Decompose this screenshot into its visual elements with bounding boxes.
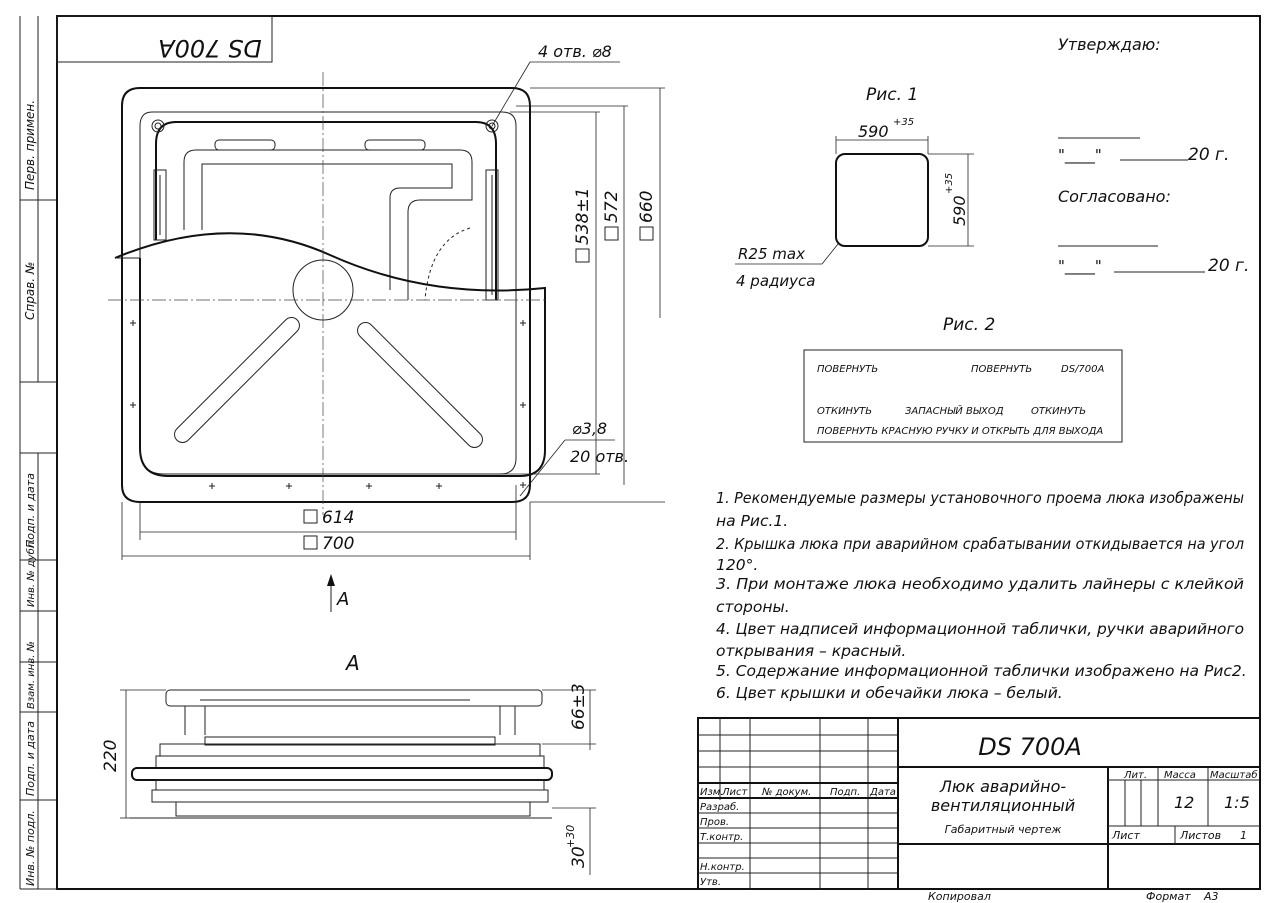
dim-30-tolerance: +30 xyxy=(564,825,577,848)
tb-nkontr: Н.контр. xyxy=(700,862,745,873)
note-line-4: 120°. xyxy=(716,556,758,574)
date2-year: 20 г. xyxy=(1208,256,1249,276)
note-line-2: на Рис.1. xyxy=(716,512,788,530)
date1-quotes: "____" xyxy=(1058,146,1102,165)
side-label-inv-podl: Инв. № подл. xyxy=(24,810,37,886)
dim-700-label: 700 xyxy=(322,534,354,554)
title-block: DS 700A Люк аварийно- вентиляционный Габ… xyxy=(697,717,1261,890)
fig1-opening: Рис. 1 590 +35 590 +35 R25 max 4 радиуса xyxy=(735,85,974,290)
fig1-height-tol: +35 xyxy=(944,173,955,194)
tb-massa-val: 12 xyxy=(1174,793,1194,812)
dim-572-label: 572 xyxy=(602,191,622,223)
tb-hdr-izm: Изм. xyxy=(700,787,724,798)
fig2-r2-left: ОТКИНУТЬ xyxy=(817,406,872,417)
date1-year: 20 г. xyxy=(1188,145,1229,165)
note-line-3: 2. Крышка люка при аварийном срабатывани… xyxy=(716,535,1244,553)
agree-label: Согласовано: xyxy=(1058,187,1171,206)
approve-label: Утверждаю: xyxy=(1058,35,1161,54)
mirrored-stamp-box xyxy=(56,15,273,63)
fig2-r1-left: ПОВЕРНУТЬ xyxy=(817,364,878,375)
side-label-vzam: Взам. инв. № xyxy=(26,641,37,709)
tb-lit: Лит. xyxy=(1123,770,1147,781)
fig2-r1-mid: ПОВЕРНУТЬ xyxy=(971,364,1032,375)
holes20-diameter: ⌀3,8 xyxy=(572,419,607,438)
dim-66-label: 66±3 xyxy=(569,683,589,730)
fig1-width: 590 xyxy=(858,122,889,141)
note-line-5: 3. При монтаже люка необходимо удалить л… xyxy=(716,575,1244,593)
side-label-podp1: Подп. и дата xyxy=(24,473,37,548)
fig1-height: 590 xyxy=(950,195,969,226)
footer-format-label: Формат xyxy=(1146,890,1191,903)
note-line-8: открывания – красный. xyxy=(716,642,906,660)
fig1-radius: R25 max xyxy=(738,245,805,263)
note-line-6: стороны. xyxy=(716,598,790,616)
tb-masshtab: Масштаб xyxy=(1210,769,1258,781)
footer-copied: Копировал xyxy=(928,890,991,903)
footer-format-val: А3 xyxy=(1203,890,1219,903)
fig2-plate: Рис. 2 ПОВЕРНУТЬ ПОВЕРНУТЬ DS/700A ОТКИН… xyxy=(803,315,1123,443)
hatch-plan-view xyxy=(108,72,546,515)
tb-listov-val: 1 xyxy=(1240,829,1247,842)
tb-tkontr: Т.контр. xyxy=(700,832,743,843)
view-a-title: A xyxy=(344,651,360,675)
tb-utv: Утв. xyxy=(700,877,721,888)
fig2-r1-right: DS/700A xyxy=(1061,364,1105,375)
dim-30-label: 30 xyxy=(569,846,589,868)
side-label-podp2: Подп. и дата xyxy=(24,721,37,796)
fig1-width-tol: +35 xyxy=(893,117,914,128)
note-line-9: 5. Содержание информационной таблички из… xyxy=(716,662,1247,680)
dim-538-label: 538±1 xyxy=(573,187,593,245)
side-label-sprav: Справ. № xyxy=(23,262,37,320)
tb-name-2: вентиляционный xyxy=(931,796,1075,815)
dim-660-label: 660 xyxy=(637,191,657,223)
tb-masshtab-val: 1:5 xyxy=(1224,793,1250,812)
tb-prov: Пров. xyxy=(700,817,729,828)
view-arrow-label: A xyxy=(336,589,349,610)
date2-quotes: "____" xyxy=(1058,257,1102,276)
tb-hdr-podp: Подп. xyxy=(830,787,860,798)
notes-block: 1. Рекомендуемые размеры установочного п… xyxy=(716,489,1247,702)
fig2-r2-right: ОТКИНУТЬ xyxy=(1031,406,1086,417)
tb-hdr-list: Лист xyxy=(721,787,749,798)
side-label-perv: Перв. примен. xyxy=(23,100,37,190)
fig1-radius-note: 4 радиуса xyxy=(736,272,815,290)
dim-220-label: 220 xyxy=(101,740,121,772)
fig2-r3: ПОВЕРНУТЬ КРАСНУЮ РУЧКУ И ОТКРЫТЬ ДЛЯ ВЫ… xyxy=(817,426,1103,437)
view-a-side: A 220 66±3 30 +30 xyxy=(101,651,596,875)
tb-list: Лист xyxy=(1111,829,1140,842)
plan-dimensions: 614 700 538±1 572 660 4 отв. ⌀8 ⌀3,8 xyxy=(121,42,665,612)
fig2-r2-mid: ЗАПАСНЫЙ ВЫХОД xyxy=(905,404,1004,417)
holes20-count: 20 отв. xyxy=(570,447,629,466)
side-label-inv-dubl: Инв. № дубл. xyxy=(25,539,37,607)
tb-name-1: Люк аварийно- xyxy=(939,777,1066,796)
tb-massa: Масса xyxy=(1164,770,1196,781)
tb-hdr-data: Дата xyxy=(869,787,896,798)
fig2-title: Рис. 2 xyxy=(943,315,995,335)
tb-razrab: Разраб. xyxy=(700,801,739,813)
mirrored-stamp: DS 700A xyxy=(158,34,262,62)
note-line-10: 6. Цвет крышки и обечайки люка – белый. xyxy=(716,684,1063,702)
approval-block: Утверждаю: "____" 20 г. Согласовано: "__… xyxy=(1058,35,1249,276)
note-line-7: 4. Цвет надписей информационной таблички… xyxy=(716,620,1244,638)
note-line-1: 1. Рекомендуемые размеры установочного п… xyxy=(716,489,1244,507)
dim-614-label: 614 xyxy=(322,508,354,528)
tb-designation: DS 700A xyxy=(978,733,1082,761)
tb-listov: Листов xyxy=(1179,829,1221,842)
fig1-title: Рис. 1 xyxy=(866,85,918,105)
holes4-callout: 4 отв. ⌀8 xyxy=(538,42,612,61)
tb-doc-type: Габаритный чертеж xyxy=(945,823,1062,836)
tb-hdr-ndoc: № докум. xyxy=(761,787,811,798)
